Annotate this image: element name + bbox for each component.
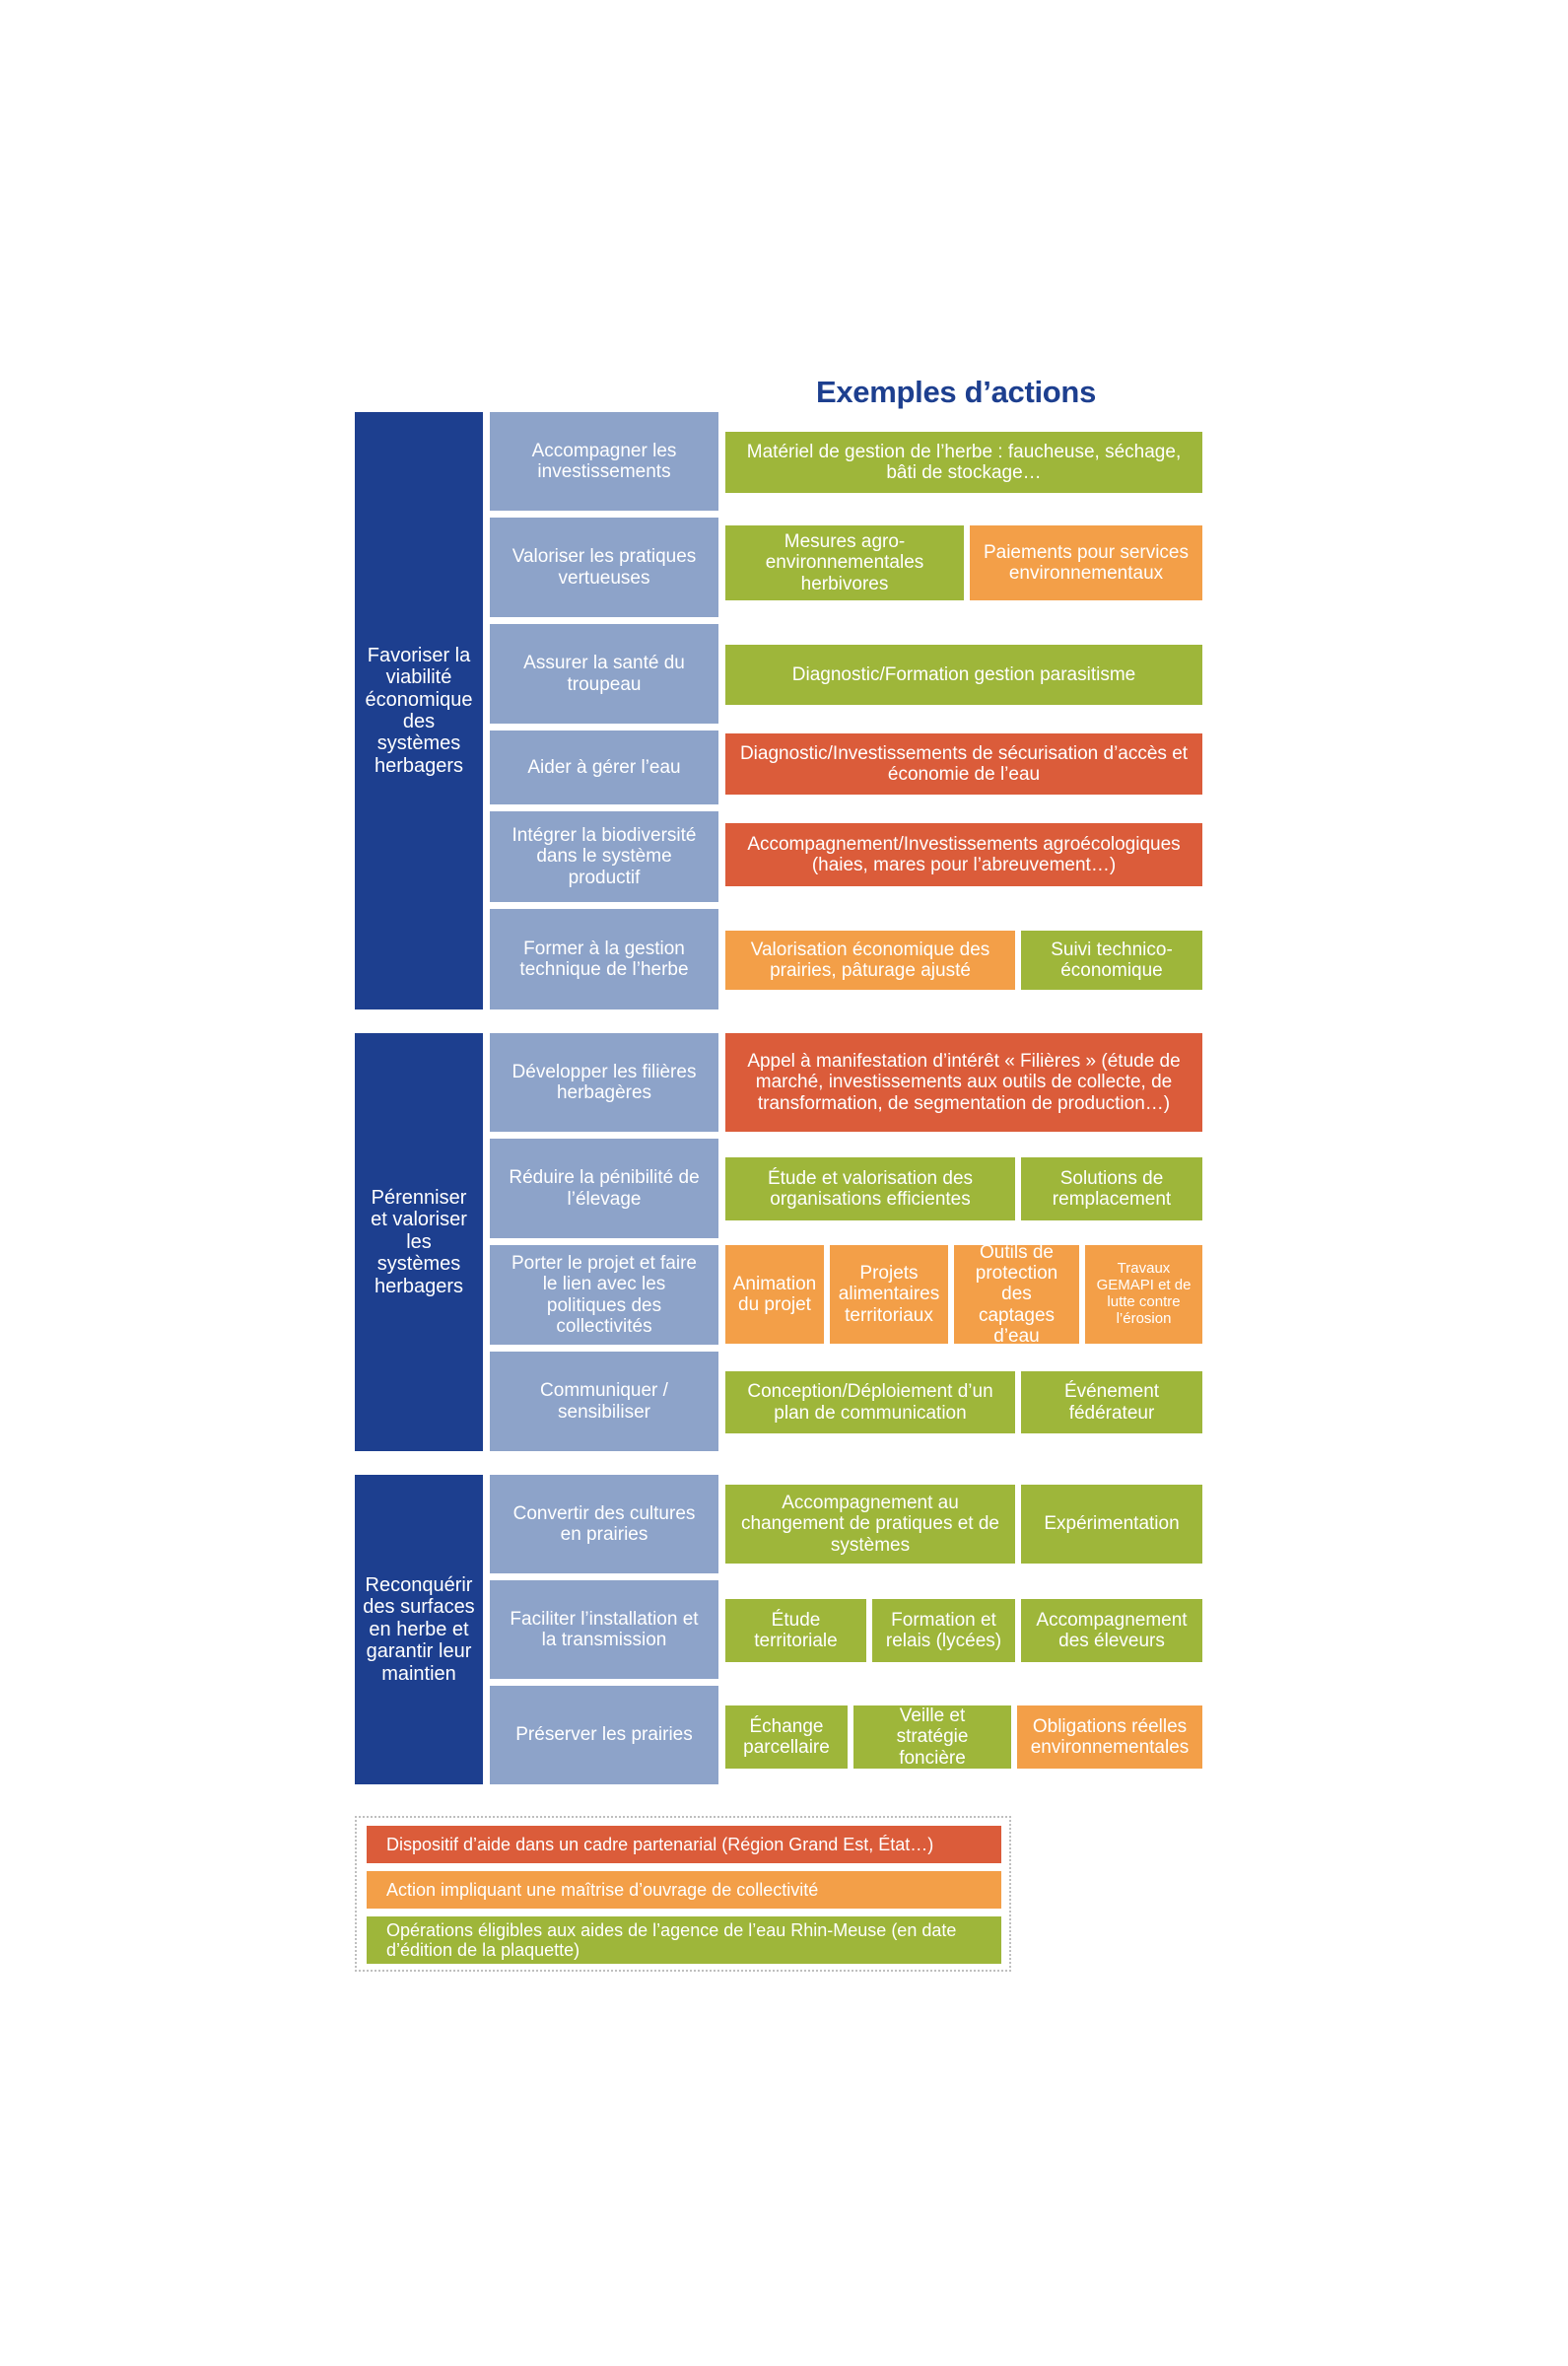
action-valorisation-prairies: Valorisation économique des prairies, pâ… <box>725 931 1015 990</box>
action-ami-filieres: Appel à manifestation d’intérêt « Filièr… <box>725 1033 1202 1132</box>
action-plan-communication: Conception/Déploiement d’un plan de comm… <box>725 1371 1015 1433</box>
action-parasitisme: Diagnostic/Formation gestion parasitisme <box>725 645 1202 705</box>
sub-preserver-prairies: Préserver les prairies <box>490 1686 718 1784</box>
action-projets-alimentaires: Projets alimentaires territoriaux <box>830 1245 948 1344</box>
action-suivi-technico: Suivi technico-économique <box>1021 931 1202 990</box>
action-mesures-agro: Mesures agro-environnementales herbivore… <box>725 525 964 600</box>
sub-pratiques-vertueuses: Valoriser les pratiques vertueuses <box>490 518 718 617</box>
action-obligations-reelles: Obligations réelles environnementales <box>1017 1705 1202 1769</box>
action-solutions-remplacement: Solutions de remplacement <box>1021 1157 1202 1220</box>
action-protection-captages: Outils de protection des captages d’eau <box>954 1245 1079 1344</box>
category-viabilite: Favoriser la viabilité économique des sy… <box>355 412 483 1009</box>
legend-red: Dispositif d’aide dans un cadre partenar… <box>367 1826 1001 1863</box>
action-changement-pratiques: Accompagnement au changement de pratique… <box>725 1485 1015 1564</box>
sub-gestion-herbe: Former à la gestion technique de l’herbe <box>490 909 718 1009</box>
category-reconquerir: Reconquérir des surfaces en herbe et gar… <box>355 1475 483 1784</box>
action-paiements-services: Paiements pour services environnementaux <box>970 525 1202 600</box>
action-veille-fonciere: Veille et stratégie foncière <box>853 1705 1011 1769</box>
action-accompagnement-eleveurs: Accompagnement des éleveurs <box>1021 1599 1202 1662</box>
sub-installation: Faciliter l’installation et la transmiss… <box>490 1580 718 1679</box>
action-agroecologiques: Accompagnement/Investissements agroécolo… <box>725 823 1202 886</box>
action-securisation-eau: Diagnostic/Investissements de sécurisati… <box>725 733 1202 795</box>
legend-green: Opérations éligibles aux aides de l’agen… <box>367 1916 1001 1964</box>
legend-orange: Action impliquant une maîtrise d’ouvrage… <box>367 1871 1001 1909</box>
action-formation-relais: Formation et relais (lycées) <box>872 1599 1015 1662</box>
sub-communiquer: Communiquer / sensibiliser <box>490 1352 718 1451</box>
sub-penibilite: Réduire la pénibilité de l’élevage <box>490 1139 718 1238</box>
sub-gerer-eau: Aider à gérer l’eau <box>490 731 718 804</box>
page-title: Exemples d’actions <box>815 375 1097 409</box>
action-materiel-herbe: Matériel de gestion de l’herbe : faucheu… <box>725 432 1202 493</box>
sub-convertir-cultures: Convertir des cultures en prairies <box>490 1475 718 1573</box>
action-animation-projet: Animation du projet <box>725 1245 824 1344</box>
sub-filieres: Développer les filières herbagères <box>490 1033 718 1132</box>
action-travaux-gemapi: Travaux GEMAPI et de lutte contre l’éros… <box>1085 1245 1202 1344</box>
sub-biodiversite: Intégrer la biodiversité dans le système… <box>490 811 718 902</box>
sub-sante-troupeau: Assurer la santé du troupeau <box>490 624 718 724</box>
action-organisations-efficientes: Étude et valorisation des organisations … <box>725 1157 1015 1220</box>
category-perenniser: Pérenniser et valoriser les systèmes her… <box>355 1033 483 1451</box>
sub-porter-projet: Porter le projet et faire le lien avec l… <box>490 1245 718 1345</box>
sub-investissements: Accompagner les investissements <box>490 412 718 511</box>
action-echange-parcellaire: Échange parcellaire <box>725 1705 848 1769</box>
legend: Dispositif d’aide dans un cadre partenar… <box>355 1816 1011 1972</box>
action-etude-territoriale: Étude territoriale <box>725 1599 866 1662</box>
action-evenement-federateur: Événement fédérateur <box>1021 1371 1202 1433</box>
action-experimentation: Expérimentation <box>1021 1485 1202 1564</box>
